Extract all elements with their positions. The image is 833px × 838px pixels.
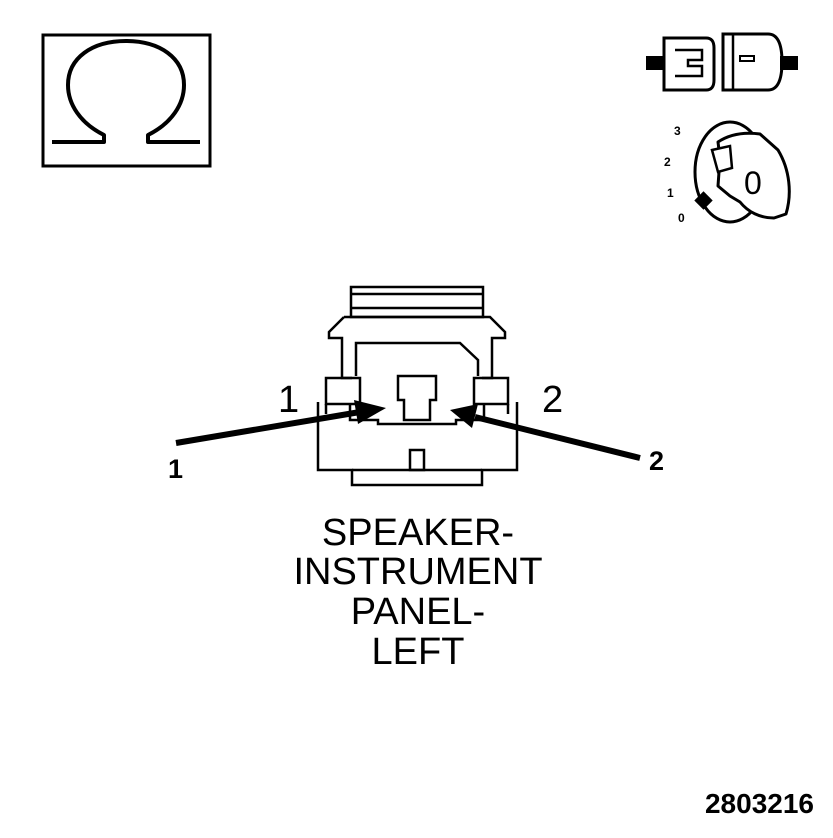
- key-position-0: 0: [678, 211, 685, 225]
- title-line-3: PANEL-: [351, 591, 485, 633]
- connector-title: SPEAKER- INSTRUMENT PANEL- LEFT: [293, 512, 542, 673]
- callout-arrow-2: [450, 404, 641, 461]
- connector-disconnected-icon: [646, 32, 798, 92]
- title-line-2: INSTRUMENT: [293, 551, 542, 593]
- callout-arrow-1: [175, 400, 386, 446]
- callout-label-1: 1: [168, 454, 183, 484]
- key-position-marker-icon: [694, 191, 713, 210]
- title-line-4: LEFT: [372, 631, 465, 673]
- key-label: 0: [744, 165, 762, 201]
- connector-face: [316, 285, 519, 487]
- key-position-1: 1: [667, 186, 674, 200]
- key-position-2: 2: [664, 155, 671, 169]
- key-position-3: 3: [674, 124, 681, 138]
- ignition-key-icon: 3 2 1 0 0: [664, 120, 791, 225]
- ohm-icon: [41, 33, 212, 168]
- callout-label-2: 2: [649, 446, 664, 476]
- cavity-label-2: 2: [542, 379, 563, 421]
- figure-number: 2803216: [705, 788, 814, 819]
- title-line-1: SPEAKER-: [322, 512, 514, 554]
- cavity-label-1: 1: [278, 379, 299, 421]
